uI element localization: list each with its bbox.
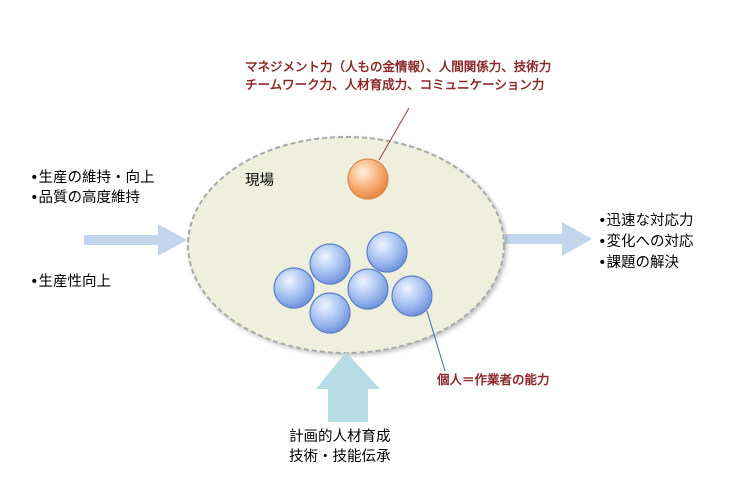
output-item-2: •変化への対応 bbox=[598, 234, 694, 250]
worker-circle bbox=[347, 268, 389, 310]
output-item-1: •迅速な対応力 bbox=[598, 213, 694, 229]
worker-leader-line bbox=[426, 310, 446, 372]
input-item-3: •生産性向上 bbox=[30, 274, 112, 290]
worker-circle bbox=[273, 267, 315, 309]
manager-leader-line bbox=[378, 107, 410, 161]
input-item-1: •生産の維持・向上 bbox=[30, 170, 155, 186]
worker-circle bbox=[366, 231, 408, 273]
field-label: 現場 bbox=[245, 173, 274, 189]
bottom-input-line1: 計画的人材育成 bbox=[289, 429, 391, 445]
management-skills-line1: マネジメント力（人もの金情報）、人間関係力、技術力 bbox=[245, 59, 552, 74]
bottom-input-line2: 技術・技能伝承 bbox=[289, 449, 391, 465]
input-arrow-left bbox=[84, 224, 187, 256]
individual-ability-label: 個人＝作業者の能力 bbox=[437, 372, 550, 387]
worker-circle bbox=[309, 292, 351, 334]
bottom-input-arrow bbox=[316, 352, 380, 422]
worker-circle bbox=[309, 243, 351, 285]
output-item-3: •課題の解決 bbox=[598, 255, 680, 271]
output-arrow-right bbox=[505, 222, 592, 256]
worker-circle bbox=[391, 275, 433, 317]
management-skills-line2: チームワーク力、人材育成力、コミュニケーション力 bbox=[245, 77, 545, 92]
manager-circle bbox=[347, 158, 389, 200]
input-item-2: •品質の高度維持 bbox=[30, 190, 141, 206]
